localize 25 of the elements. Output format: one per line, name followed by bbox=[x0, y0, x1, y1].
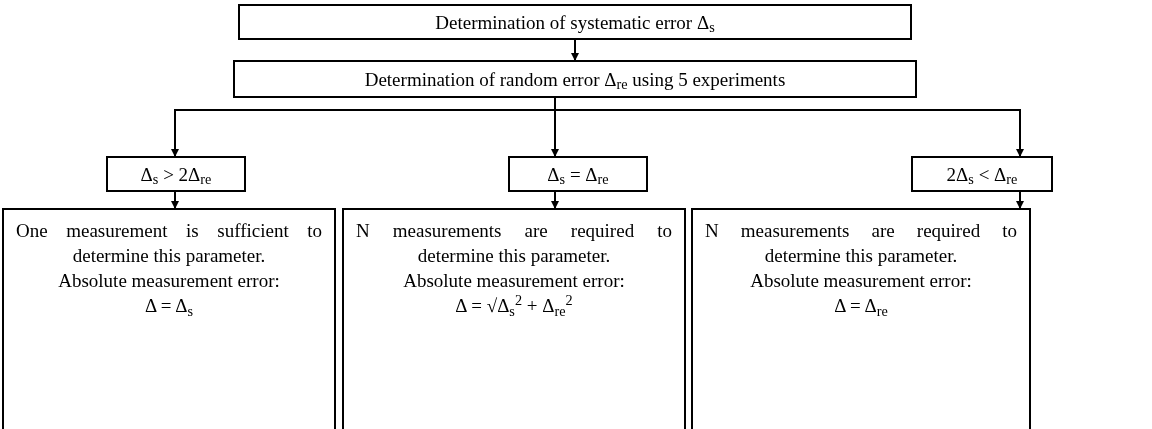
box-text: Determination of systematic error Δ$_{s}$ bbox=[435, 10, 715, 35]
process-box bbox=[2, 208, 336, 429]
box-text: N measurements are required to determine this parameter. bbox=[705, 219, 1017, 268]
process-box bbox=[508, 156, 648, 192]
formula: Δ = Δ$_{s}$ bbox=[144, 294, 194, 318]
box-text: Determination of random error Δ$_{re}$ using 5 experiments bbox=[364, 67, 786, 92]
process-box bbox=[342, 208, 686, 429]
arrow bbox=[1016, 191, 1024, 209]
box-text: Absolute measurement error: bbox=[750, 269, 972, 293]
box-text: Δ$_{s}$ > 2Δ$_{re}$ bbox=[140, 162, 212, 187]
formula: Δ = Δ$_{re}$ bbox=[834, 294, 888, 318]
box-text: Δ$_{s}$ = Δ$_{re}$ bbox=[547, 162, 609, 187]
process-box bbox=[238, 4, 912, 40]
process-box bbox=[691, 208, 1031, 429]
process-box bbox=[233, 60, 917, 98]
process-box bbox=[106, 156, 246, 192]
box-text: One measurement is sufficient to determine this parameter. bbox=[16, 219, 322, 268]
arrow bbox=[551, 191, 559, 209]
box-text: N measurements are required to determine this parameter. bbox=[356, 219, 672, 268]
box-text: Absolute measurement error: bbox=[403, 269, 625, 293]
arrow bbox=[571, 39, 579, 61]
box-text: Absolute measurement error: bbox=[58, 269, 280, 293]
box-text: 2Δ$_{s}$ < Δ$_{re}$ bbox=[946, 162, 1018, 187]
arrow bbox=[171, 191, 179, 209]
process-box bbox=[911, 156, 1053, 192]
